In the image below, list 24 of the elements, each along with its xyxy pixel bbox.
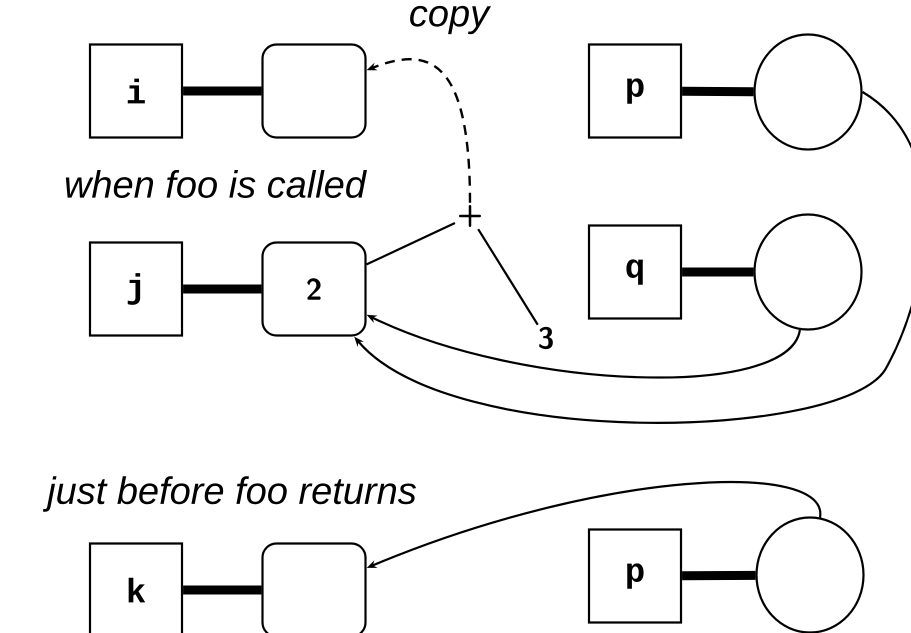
edge-label: copy [410, 6, 492, 34]
value-box [261, 542, 367, 633]
value-box [261, 43, 367, 139]
connector-line [366, 222, 456, 266]
pointer-circle [753, 213, 863, 331]
caption-text: just before foo returns [42, 476, 416, 512]
operand-text: + [459, 205, 481, 228]
value-box: 2 [261, 241, 367, 337]
variable-box: i [88, 43, 184, 139]
variable-box: p [588, 528, 682, 624]
connector-line [682, 268, 754, 276]
variable-box: p [588, 43, 682, 139]
connector-line [682, 570, 756, 580]
variable-box: j [88, 241, 184, 337]
variable-box: k [88, 542, 184, 633]
connector-line [682, 86, 754, 96]
caption-text: when foo is called [66, 170, 367, 198]
connector-line [183, 284, 262, 294]
connector-line [183, 86, 262, 96]
operand-text: 3 [539, 326, 553, 350]
connector-line [183, 586, 262, 594]
variable-box: q [588, 224, 682, 320]
connector-line [477, 228, 539, 326]
pointer-circle [753, 33, 863, 151]
